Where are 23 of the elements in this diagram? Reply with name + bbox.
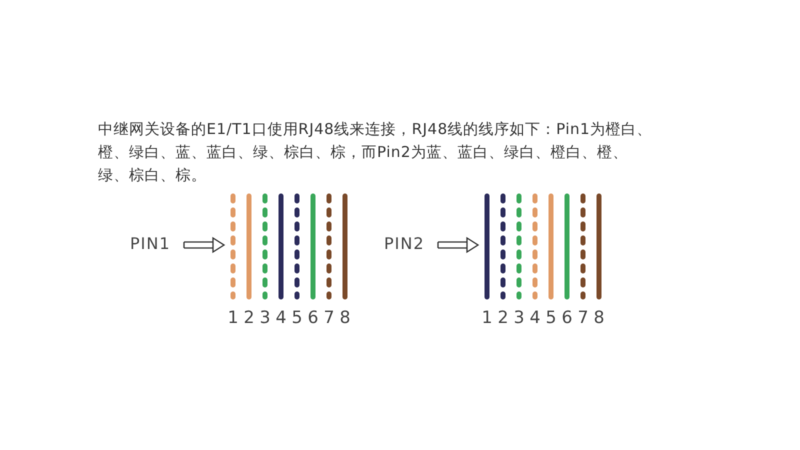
pin-number: 5 <box>290 308 304 328</box>
pin-number: 6 <box>306 308 320 328</box>
hollow-arrow <box>437 236 480 254</box>
pin-label: PIN1 <box>130 234 171 253</box>
description-paragraph: 中继网关设备的E1/T1口使用RJ48线来连接，RJ48线的线序如下：Pin1为橙白、橙、绿白、蓝、蓝白、绿、棕白、棕，而Pin2为蓝、蓝白、绿白、橙白、橙、绿、棕白、棕。 <box>98 119 654 186</box>
pin-number: 6 <box>560 308 574 328</box>
pin-number: 3 <box>258 308 272 328</box>
pin-number: 2 <box>496 308 510 328</box>
pin-number: 3 <box>512 308 526 328</box>
pin-number: 2 <box>242 308 256 328</box>
pin-number: 5 <box>544 308 558 328</box>
hollow-arrow <box>183 236 226 254</box>
pin-number: 8 <box>338 308 352 328</box>
cable-wires-drawing <box>484 194 602 300</box>
pin-number: 7 <box>322 308 336 328</box>
cable-wires-drawing <box>230 194 348 300</box>
pin-number: 4 <box>528 308 542 328</box>
pin-label: PIN2 <box>384 234 425 253</box>
pin-number: 7 <box>576 308 590 328</box>
pin-number: 1 <box>480 308 494 328</box>
pin-number: 1 <box>226 308 240 328</box>
pin-number: 8 <box>592 308 606 328</box>
pin-number: 4 <box>274 308 288 328</box>
